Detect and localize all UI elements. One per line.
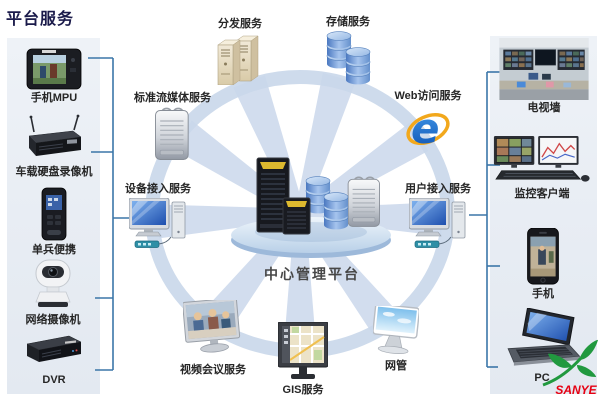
node-phone-mpu: 手机MPU [11, 48, 97, 105]
server-cluster-on-platform-icon [231, 157, 391, 258]
imac-monitor-icon [373, 306, 419, 354]
node-gis-service: GIS服务 [272, 322, 334, 397]
service-label: 存储服务 [326, 16, 370, 28]
node-vehicle-recorder: 车载硬盘录像机 [13, 114, 95, 179]
device-label: 电视墙 [527, 102, 561, 114]
dual-monitor-workstation-icon [493, 136, 590, 182]
node-dvr: DVR [18, 330, 90, 387]
device-label: PC [534, 372, 550, 384]
node-streaming-service: 标准流媒体服务 [130, 92, 215, 163]
node-central-platform: 中心管理平台 [227, 156, 397, 284]
node-storage-service: 存储服务 [312, 16, 384, 87]
desktop-computer-icon [409, 197, 466, 248]
node-monitor-client: 监控客户端 [492, 136, 592, 201]
device-label: 监控客户端 [514, 188, 570, 200]
video-wall-photo-icon [499, 38, 589, 100]
database-cylinders-icon [324, 31, 372, 87]
node-mobile-phone: 手机 [514, 228, 572, 301]
internet-explorer-icon: e [406, 105, 450, 153]
node-tv-wall: 电视墙 [498, 38, 590, 115]
map-monitor-icon [278, 322, 328, 379]
device-label: 车载硬盘录像机 [15, 166, 93, 178]
node-device-access-service: 设备接入服务 [116, 183, 200, 250]
silver-tower-server-icon [154, 107, 189, 161]
service-label: GIS服务 [282, 384, 324, 396]
node-video-conference-service: 视频会议服务 [175, 300, 251, 377]
leaf-sprout-logo-icon [542, 339, 598, 387]
node-ip-camera: 网络摄像机 [20, 258, 86, 327]
handheld-terminal-icon [41, 187, 67, 241]
service-label: 设备接入服务 [125, 183, 191, 195]
dvr-box-icon [26, 335, 82, 362]
conference-monitor-icon [183, 300, 241, 353]
node-network-mgmt: 网管 [368, 306, 424, 373]
device-label: 手机MPU [30, 92, 78, 104]
service-label: 网管 [385, 360, 407, 372]
brand-logo-text: SANYE [555, 383, 597, 397]
service-label: 视频会议服务 [180, 364, 246, 376]
ptz-camera-icon [35, 259, 71, 307]
service-label: 分发服务 [218, 18, 262, 30]
mobile-phone-landscape-icon [26, 48, 82, 90]
service-label: 用户接入服务 [405, 183, 471, 195]
service-label: 标准流媒体服务 [134, 92, 211, 104]
desktop-computer-icon [129, 197, 186, 248]
service-label: Web访问服务 [394, 90, 462, 102]
page-title: 平台服务 [6, 11, 75, 28]
node-distribution-service: 分发服务 [205, 18, 275, 85]
device-label: 网络摄像机 [25, 314, 81, 326]
device-label: 单兵便携 [32, 244, 76, 256]
device-label: 手机 [532, 288, 554, 300]
svg-text:e: e [411, 105, 440, 153]
node-handheld: 单兵便携 [26, 186, 82, 257]
smartphone-icon [527, 228, 559, 285]
device-label: DVR [42, 374, 66, 386]
vehicle-recorder-antennas-icon [28, 114, 82, 156]
node-web-access-service: Web访问服务 e [392, 90, 464, 153]
node-user-access-service: 用户接入服务 [402, 183, 474, 250]
hub-label: 中心管理平台 [264, 266, 360, 282]
tower-servers-icon [217, 35, 259, 85]
